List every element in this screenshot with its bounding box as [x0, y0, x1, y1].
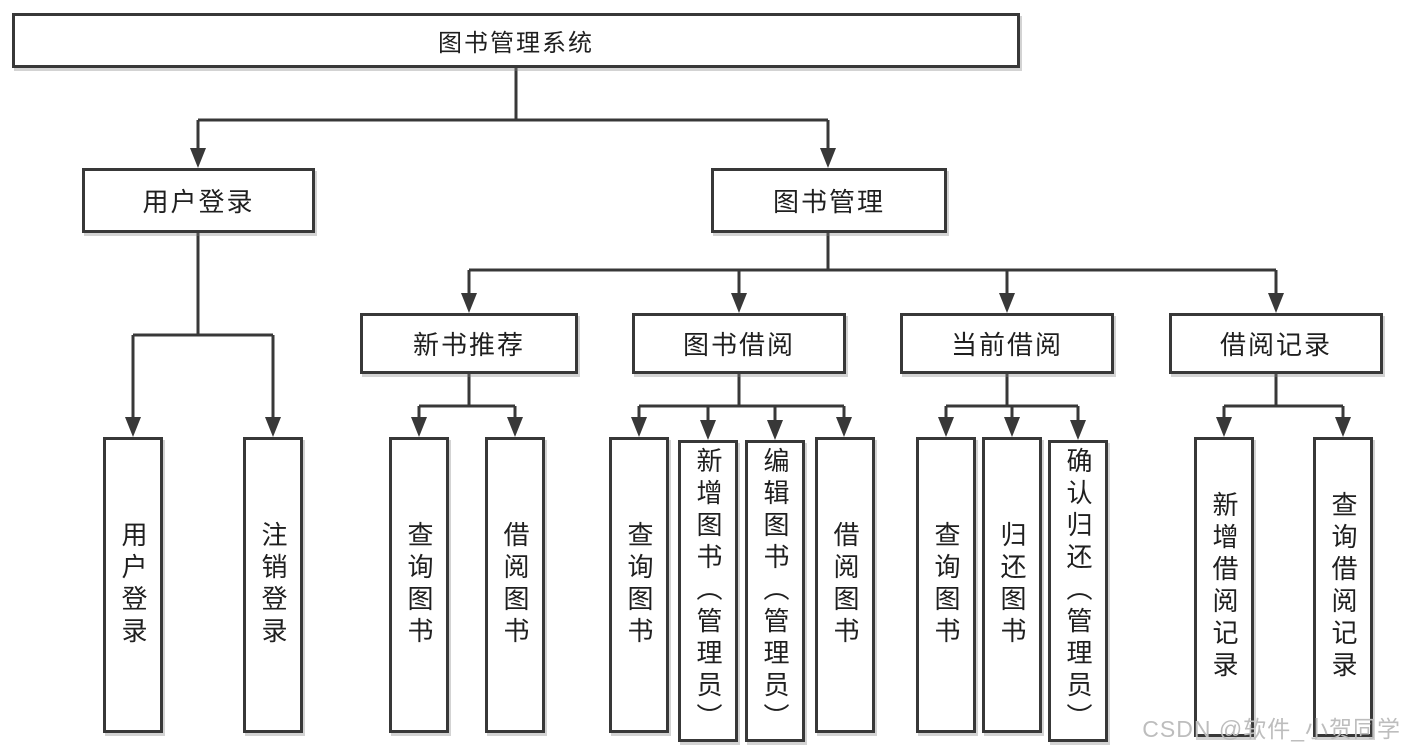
leaf-user-login: 用户登录	[103, 437, 163, 733]
node-label: 查询图书	[624, 521, 654, 649]
arrowhead	[1070, 420, 1086, 440]
arrowhead	[1335, 417, 1351, 437]
node-label: 确认归还（管理员）	[1063, 447, 1093, 735]
arrowhead	[731, 293, 747, 313]
arrowhead	[767, 420, 783, 440]
node-label: 用户登录	[118, 521, 148, 649]
node-borrowing-records: 借阅记录	[1169, 313, 1383, 374]
arrowhead	[125, 417, 141, 437]
node-new-book-recommendation: 新书推荐	[360, 313, 578, 374]
leaf-recommend-query-book: 查询图书	[389, 437, 449, 733]
node-label: 新增图书（管理员）	[693, 447, 723, 735]
node-label: 编辑图书（管理员）	[760, 447, 790, 735]
node-label: 用户登录	[142, 187, 255, 217]
node-label: 图书管理系统	[438, 30, 594, 57]
leaf-borrowing-edit-book-admin: 编辑图书（管理员）	[745, 440, 805, 742]
arrowhead	[1004, 417, 1020, 437]
arrowhead	[820, 148, 836, 168]
node-label: 新增借阅记录	[1209, 491, 1239, 683]
node-label: 新书推荐	[412, 330, 525, 360]
node-root: 图书管理系统	[12, 13, 1020, 68]
node-current-borrowing: 当前借阅	[900, 313, 1114, 374]
leaf-records-add-record: 新增借阅记录	[1194, 437, 1254, 737]
leaf-current-query-book: 查询图书	[916, 437, 976, 733]
node-label: 借阅记录	[1219, 330, 1332, 360]
arrowhead	[1216, 417, 1232, 437]
node-user-login: 用户登录	[82, 168, 315, 233]
node-label: 图书借阅	[682, 330, 795, 360]
connector-root-to-branches	[196, 68, 830, 152]
csdn-watermark: CSDN @软件_小贺同学	[1142, 716, 1401, 742]
node-book-management: 图书管理	[711, 168, 947, 233]
connector-records-to-leaves	[1222, 374, 1345, 421]
connector-current-to-leaves	[944, 374, 1080, 424]
connector-book-management-to-sections	[467, 233, 1278, 297]
arrowhead	[700, 420, 716, 440]
arrowhead	[1268, 293, 1284, 313]
arrowhead	[836, 417, 852, 437]
node-label: 当前借阅	[950, 330, 1063, 360]
arrowhead	[190, 148, 206, 168]
leaf-current-return-book: 归还图书	[982, 437, 1042, 733]
connector-user-login-to-leaves	[131, 233, 275, 421]
connector-borrowing-to-leaves	[637, 374, 846, 424]
node-label: 查询图书	[931, 521, 961, 649]
node-label: 查询借阅记录	[1328, 491, 1358, 683]
leaf-borrowing-query-book: 查询图书	[609, 437, 669, 733]
arrowheads	[125, 148, 1351, 440]
node-label: 注销登录	[258, 521, 288, 649]
leaf-current-confirm-return-admin: 确认归还（管理员）	[1048, 440, 1108, 742]
node-book-borrowing: 图书借阅	[632, 313, 846, 374]
arrowhead	[938, 417, 954, 437]
leaf-borrowing-borrow-book: 借阅图书	[815, 437, 875, 733]
node-label: 借阅图书	[500, 521, 530, 649]
node-label: 图书管理	[772, 187, 885, 217]
arrowhead	[631, 417, 647, 437]
arrowhead	[265, 417, 281, 437]
leaf-records-query-record: 查询借阅记录	[1313, 437, 1373, 737]
node-label: 归还图书	[997, 521, 1027, 649]
node-label: 查询图书	[404, 521, 434, 649]
leaf-recommend-borrow-book: 借阅图书	[485, 437, 545, 733]
connector-recommendation-to-leaves	[417, 374, 517, 421]
arrowhead	[411, 417, 427, 437]
leaf-logout: 注销登录	[243, 437, 303, 733]
arrowhead	[999, 293, 1015, 313]
leaf-borrowing-add-book-admin: 新增图书（管理员）	[678, 440, 738, 742]
arrowhead	[507, 417, 523, 437]
arrowhead	[461, 293, 477, 313]
node-label: 借阅图书	[830, 521, 860, 649]
